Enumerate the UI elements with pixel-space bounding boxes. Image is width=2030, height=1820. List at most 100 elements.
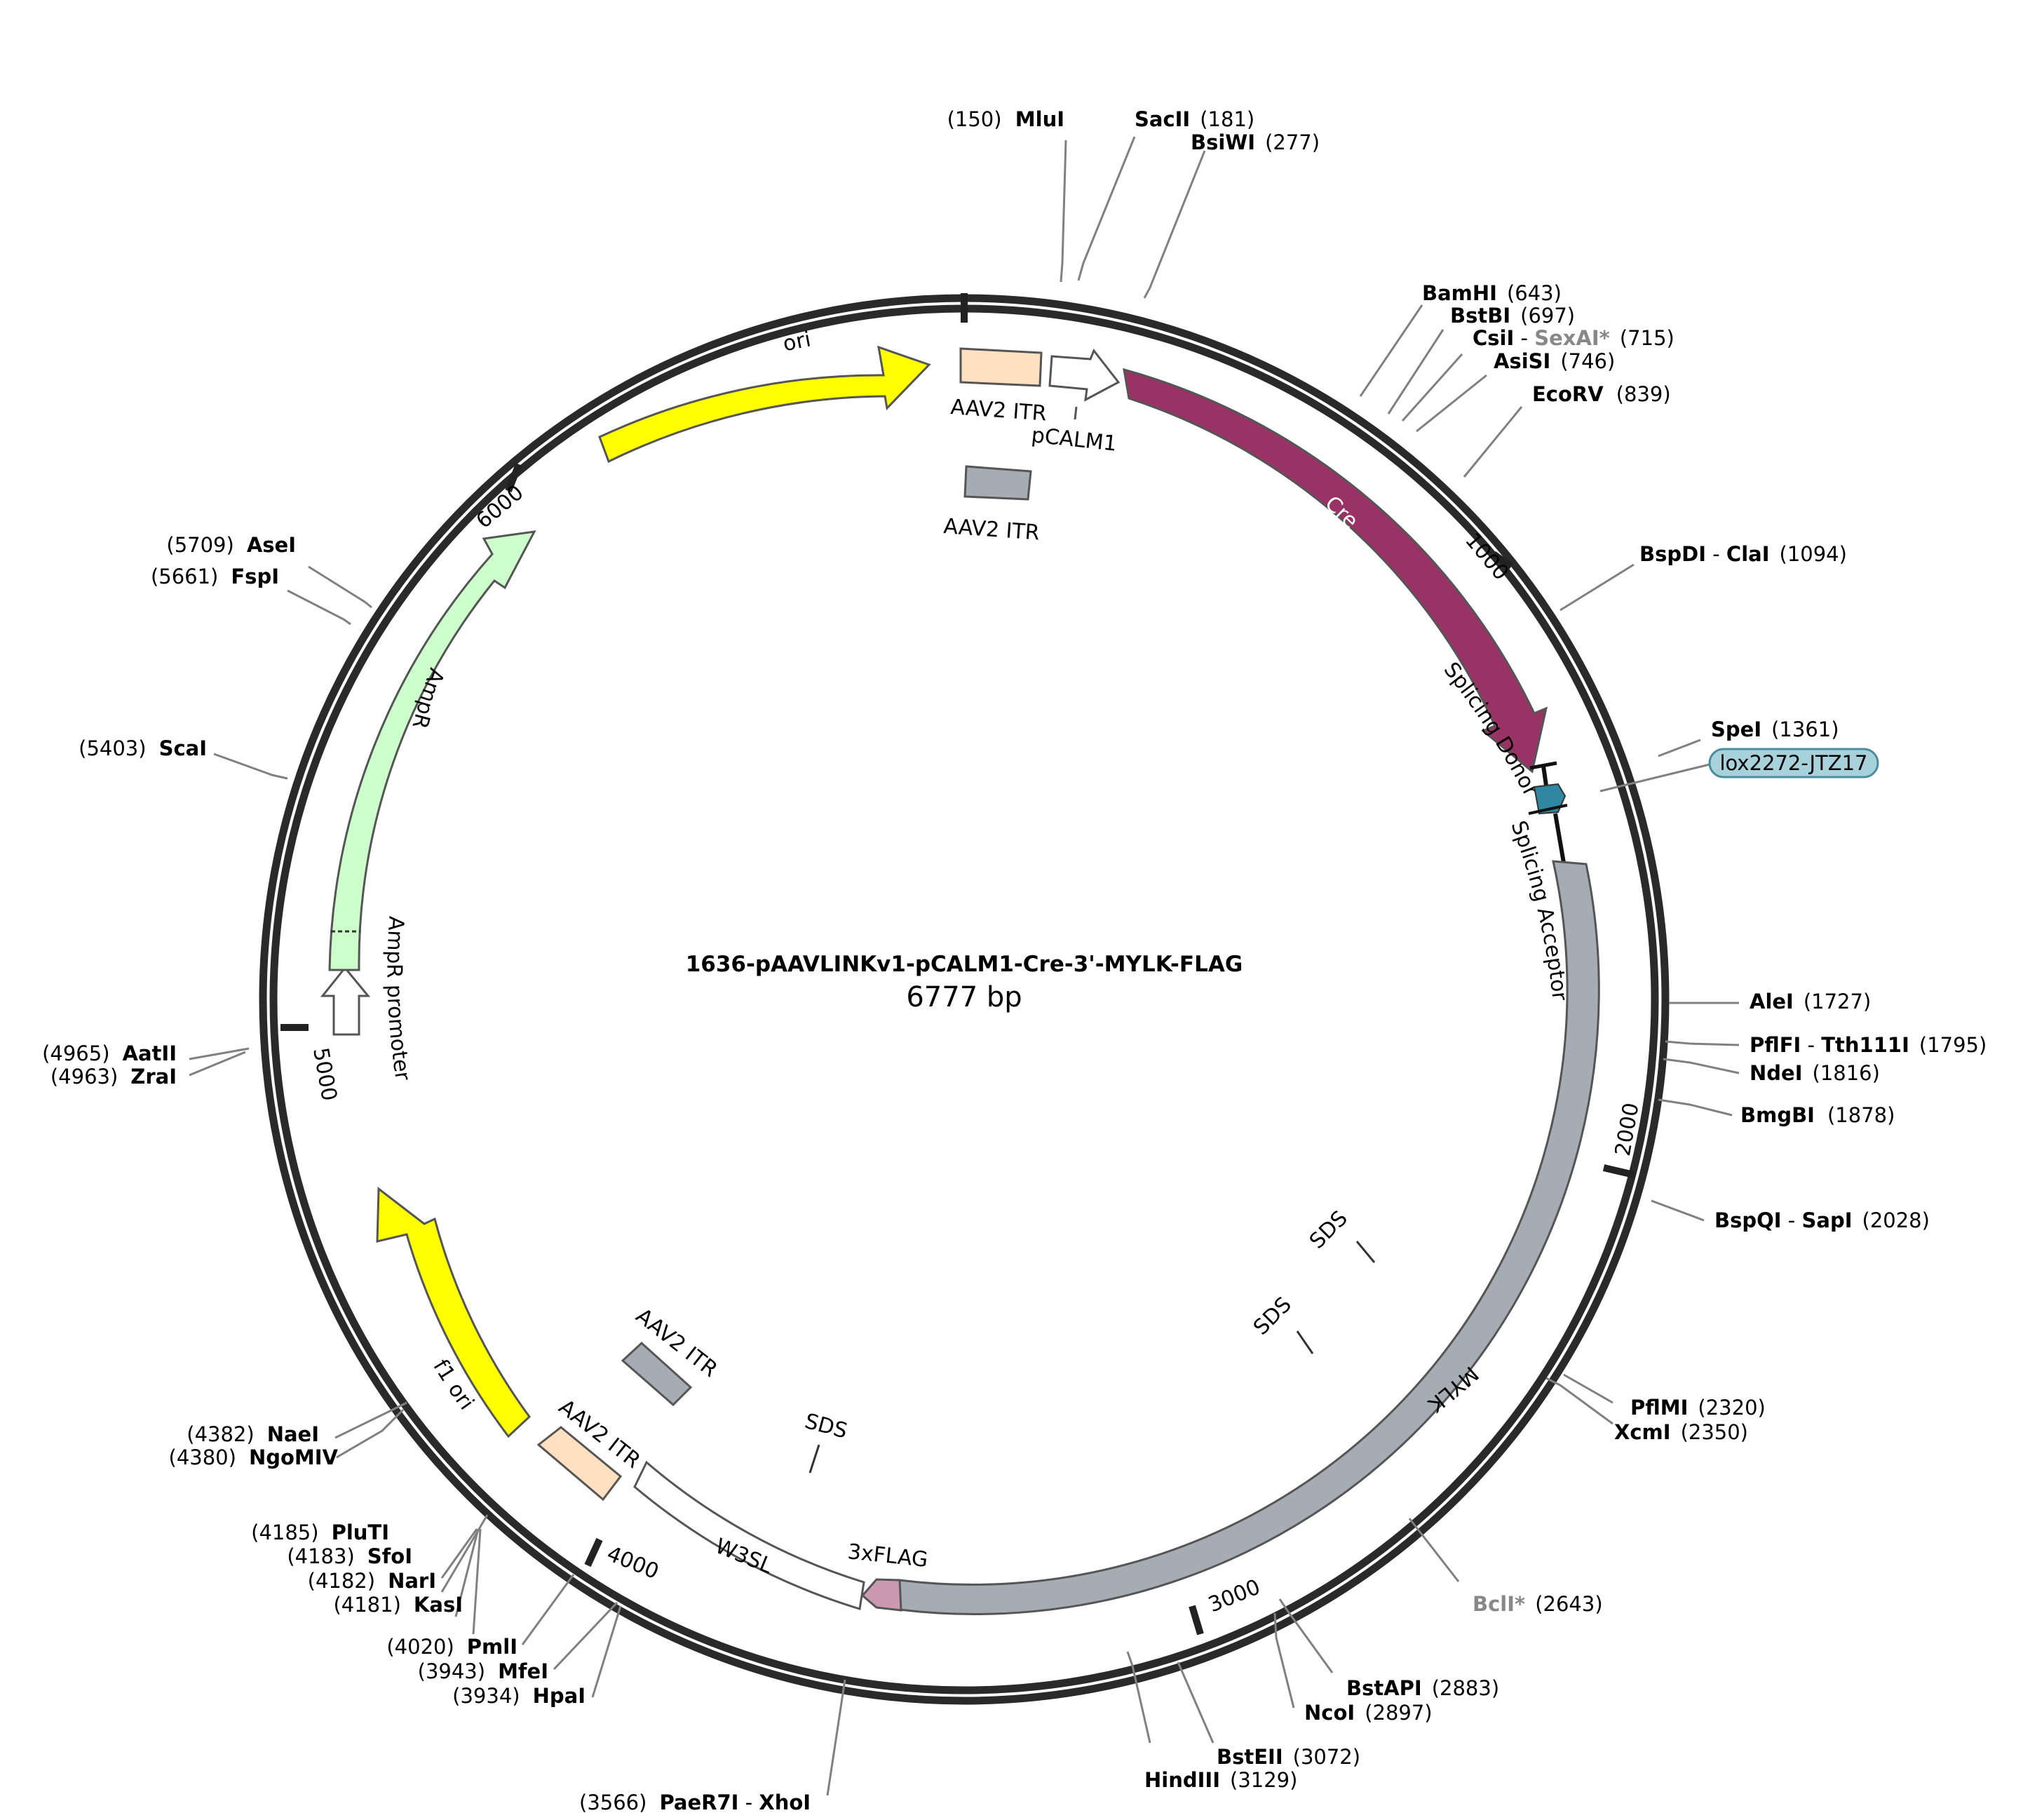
tick-2000 <box>1602 1164 1635 1178</box>
site-pos-mfei: (3943) <box>418 1659 485 1683</box>
site-name-xcmi: XcmI <box>1614 1420 1671 1444</box>
svg-text:(4020)PmlI: (4020)PmlI <box>386 1635 517 1659</box>
itr-bottom-box <box>536 1426 623 1502</box>
site-pos-naei: (4382) <box>187 1422 254 1446</box>
site-leaders <box>189 136 1740 1796</box>
svg-text:(4965)AatII: (4965)AatII <box>42 1042 177 1065</box>
site-name-bcli: BclI* <box>1473 1592 1525 1616</box>
site-pos-fspi: (5661) <box>151 565 218 588</box>
site-sep-pflfi: - <box>1801 1033 1821 1057</box>
site-pos-bstbi: (697) <box>1520 304 1575 328</box>
cre-arrow <box>1123 368 1548 774</box>
svg-text:AsiSI(746): AsiSI (746) <box>1494 349 1615 373</box>
flag-arrow <box>860 1578 902 1612</box>
svg-text:SpeI(1361): SpeI(1361) <box>1711 717 1839 741</box>
site-name-bsiwi: BsiWI <box>1191 130 1255 154</box>
site-pos-ncoi: (2897) <box>1365 1701 1432 1725</box>
site-name-sapi: SapI <box>1801 1208 1852 1232</box>
svg-text:BamHI(643): BamHI(643) <box>1422 281 1562 305</box>
site-pos-ndei: (1816) <box>1813 1061 1880 1085</box>
svg-text:(3566)PaeR7I - XhoI: (3566)PaeR7I - XhoI <box>579 1791 811 1814</box>
sds-label-2: SDS <box>1249 1293 1297 1340</box>
site-name-mfei: MfeI <box>498 1659 548 1683</box>
svg-text:(3934)HpaI: (3934)HpaI <box>452 1684 586 1708</box>
site-pos-bsiwi: (277) <box>1265 130 1320 154</box>
svg-text:(4380)NgoMIV: (4380)NgoMIV <box>169 1445 339 1469</box>
site-name-hindiii: HindIII <box>1144 1768 1220 1792</box>
lox-label: lox2272-JTZ17 <box>1720 751 1868 775</box>
pcalm1-label: pCALM1 <box>1030 423 1118 457</box>
site-pos-bsteii: (3072) <box>1293 1745 1360 1769</box>
sds-label-3: SDS <box>802 1409 850 1444</box>
svg-text:ori: ori <box>780 327 813 356</box>
tick-label-4000: 4000 <box>603 1542 662 1584</box>
site-name-bsteii: BstEII <box>1217 1745 1283 1769</box>
svg-text:(5661)FspI: (5661) FspI <box>151 565 279 588</box>
svg-text:NdeI(1816): NdeI(1816) <box>1750 1061 1880 1085</box>
site-name-fspi: FspI <box>231 565 279 588</box>
site-pos-scai: (5403) <box>79 736 146 760</box>
site-pos-hpai: (3934) <box>452 1684 520 1708</box>
site-pos-kasi: (4181) <box>333 1593 400 1617</box>
svg-text:PflMI(2320): PflMI(2320) <box>1630 1396 1766 1420</box>
splicing-donor-mark <box>1529 761 1557 770</box>
ori-label: ori <box>780 327 813 356</box>
site-name-clai: ClaI <box>1726 542 1770 566</box>
svg-text:(5709)AseI: (5709)AseI <box>166 533 296 557</box>
f1-ori-arrow <box>376 1187 531 1438</box>
site-name-bmgbi: BmgBI <box>1740 1103 1815 1127</box>
site-name-xhoi: XhoI <box>759 1791 811 1814</box>
site-name-pluti: PluTI <box>332 1521 389 1544</box>
tick-6000 <box>505 463 522 492</box>
site-name-sexai: SexAI* <box>1534 326 1610 350</box>
tick-label-5000: 5000 <box>308 1046 341 1103</box>
site-name-asisi: AsiSI <box>1494 349 1550 373</box>
splicing-acceptor-stem <box>1553 813 1566 863</box>
sds-markers: SDS SDS SDS <box>802 1206 1376 1474</box>
itr-top-label: AAV2 ITR <box>949 395 1047 426</box>
site-pos-zrai: (4963) <box>50 1065 118 1088</box>
svg-text:SacII(181): SacII(181) <box>1135 107 1254 131</box>
svg-text:BspQI - SapI(2028): BspQI - SapI(2028) <box>1714 1208 1930 1232</box>
ampr-promoter-label: AmpR promoter <box>382 915 415 1082</box>
svg-text:(4185)PluTI: (4185)PluTI <box>251 1521 389 1544</box>
itr-top-box <box>959 347 1043 387</box>
site-pos-bcli: (2643) <box>1535 1592 1602 1616</box>
site-sep-bspqi: - <box>1782 1208 1802 1232</box>
site-name-ecorv: EcoRV <box>1532 382 1604 406</box>
svg-text:(4382)NaeI: (4382) NaeI <box>187 1422 319 1446</box>
site-pos-asisi: (746) <box>1560 349 1615 373</box>
tick-label-3000: 3000 <box>1205 1575 1264 1617</box>
site-pos-bstapi: (2883) <box>1432 1676 1499 1700</box>
site-pos-csii: (715) <box>1620 326 1674 350</box>
site-pos-ngomiv: (4380) <box>169 1445 236 1469</box>
lox-cross <box>1528 804 1568 815</box>
svg-text:(4182)NarI: (4182)NarI <box>308 1569 436 1593</box>
svg-text:BstBI(697): BstBI(697) <box>1450 304 1575 328</box>
tick-1000 <box>1491 551 1513 570</box>
svg-text:AmpR promoter: AmpR promoter <box>382 915 415 1082</box>
svg-text:EcoRV(839): EcoRV (839) <box>1532 382 1671 406</box>
svg-text:(150) MluI: (150) MluI <box>947 107 1064 131</box>
site-name-alei: AleI <box>1750 990 1794 1013</box>
splicing-donor-stem <box>1541 765 1548 786</box>
site-pos-alei: (1727) <box>1804 990 1871 1013</box>
site-pos-nari: (4182) <box>308 1569 375 1593</box>
site-pos-ecorv: (839) <box>1616 382 1671 406</box>
svg-text:(3943)MfeI: (3943) MfeI <box>418 1659 548 1683</box>
site-name-naei: NaeI <box>267 1422 319 1446</box>
site-name-mlui: MluI <box>1015 107 1064 131</box>
site-sep-csii: - <box>1514 326 1534 350</box>
sds-label-1: SDS <box>1305 1206 1353 1254</box>
site-name-pmli: PmlI <box>467 1635 517 1659</box>
site-name-scai: ScaI <box>159 736 207 760</box>
site-name-pflmi: PflMI <box>1630 1396 1688 1420</box>
site-pos-mlui: (150) <box>947 107 1002 131</box>
svg-text:PflFI - Tth111I(1795): PflFI - Tth111I(1795) <box>1750 1033 1987 1057</box>
ampr-arrow <box>328 530 536 971</box>
tick-3000 <box>1189 1605 1204 1636</box>
site-name-zrai: ZraI <box>130 1065 177 1088</box>
svg-text:(4963)ZraI: (4963) ZraI <box>50 1065 177 1088</box>
site-pos-sacii: (181) <box>1200 107 1254 131</box>
